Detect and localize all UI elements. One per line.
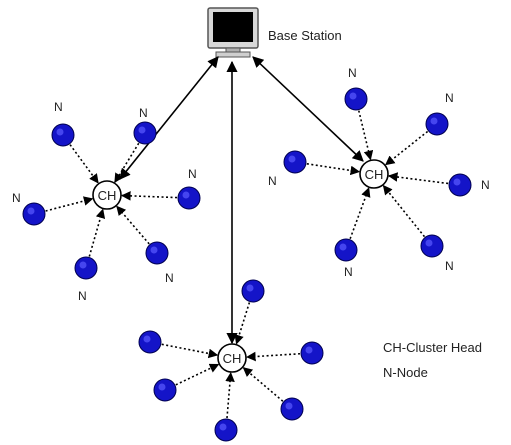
sensor-node	[283, 150, 307, 174]
sensor-node	[153, 378, 177, 402]
sensor-node-highlight	[305, 346, 313, 354]
node-link	[69, 144, 99, 184]
sensor-node-highlight	[182, 191, 190, 199]
cluster-head-label: CH	[223, 351, 242, 366]
sensor-node	[420, 234, 444, 258]
node-label: N	[268, 174, 277, 188]
sensor-node-highlight	[425, 239, 433, 247]
node-link	[88, 208, 106, 257]
computer-monitor-icon	[207, 7, 259, 58]
node-link	[121, 191, 178, 201]
node-label: N	[54, 100, 63, 114]
cluster-head	[217, 343, 247, 373]
node-link	[242, 367, 284, 402]
sensor-node-highlight	[143, 335, 151, 343]
node-link	[358, 110, 374, 161]
sensor-node	[177, 186, 201, 210]
sensor-node-highlight	[56, 128, 64, 136]
node-label: N	[348, 66, 357, 80]
sensor-node-highlight	[288, 155, 296, 163]
sensor-node	[133, 121, 157, 145]
sensor-node	[22, 202, 46, 226]
node-link	[175, 363, 220, 386]
link-left-ch	[119, 56, 219, 180]
node-link	[234, 302, 251, 345]
nodes	[22, 87, 472, 442]
sensor-node	[280, 397, 304, 421]
node-link	[161, 343, 219, 359]
sensor-node-highlight	[27, 207, 35, 215]
sensor-node	[448, 173, 472, 197]
sensor-node-highlight	[430, 117, 438, 125]
node-link	[114, 142, 140, 184]
node-link	[225, 371, 235, 419]
sensor-node-highlight	[453, 178, 461, 186]
sensor-node	[51, 123, 75, 147]
sensor-node	[145, 241, 169, 265]
ch-to-base-links	[119, 56, 364, 345]
node-link	[382, 184, 426, 238]
node-label: N	[344, 265, 353, 279]
legend-cluster-head: CH-Cluster Head	[383, 340, 482, 355]
node-links	[45, 110, 449, 419]
legend: CH-Cluster Head N-Node	[383, 340, 482, 380]
sensor-node	[138, 330, 162, 354]
node-label: N	[78, 289, 87, 303]
base-station-label: Base Station	[268, 28, 342, 43]
link-right-ch	[252, 56, 364, 162]
sensor-node	[74, 256, 98, 280]
sensor-node-highlight	[150, 246, 158, 254]
node-link	[45, 196, 94, 212]
sensor-node-highlight	[349, 92, 357, 100]
node-label: N	[445, 259, 454, 273]
node-link	[116, 205, 150, 245]
cluster-heads: CH CH CH	[92, 159, 389, 373]
node-link	[387, 172, 449, 185]
sensor-node-highlight	[246, 284, 254, 292]
cluster-head	[359, 159, 389, 189]
cluster-head-label: CH	[98, 188, 117, 203]
sensor-node	[344, 87, 368, 111]
node-label: N	[445, 91, 454, 105]
sensor-node-highlight	[138, 126, 146, 134]
legend-node: N-Node	[383, 365, 428, 380]
node-label: N	[188, 167, 197, 181]
node-label: N	[165, 271, 174, 285]
sensor-node	[214, 418, 238, 442]
sensor-node-highlight	[79, 261, 87, 269]
node-link	[384, 130, 429, 166]
base-station: Base Station	[207, 7, 342, 58]
sensor-node	[241, 279, 265, 303]
cluster-head-label: CH	[365, 167, 384, 182]
node-labels: N N N N N N N N N N N N	[12, 66, 490, 303]
sensor-node-highlight	[285, 402, 293, 410]
sensor-node-highlight	[339, 243, 347, 251]
sensor-node	[425, 112, 449, 136]
node-label: N	[139, 106, 148, 120]
node-link	[306, 163, 361, 176]
sensor-node-highlight	[219, 423, 227, 431]
sensor-node	[334, 238, 358, 262]
sensor-node-highlight	[158, 383, 166, 391]
node-label: N	[12, 191, 21, 205]
sensor-node	[300, 341, 324, 365]
node-link	[246, 351, 301, 362]
node-label: N	[481, 178, 490, 192]
cluster-head	[92, 180, 122, 210]
node-link	[349, 187, 371, 240]
